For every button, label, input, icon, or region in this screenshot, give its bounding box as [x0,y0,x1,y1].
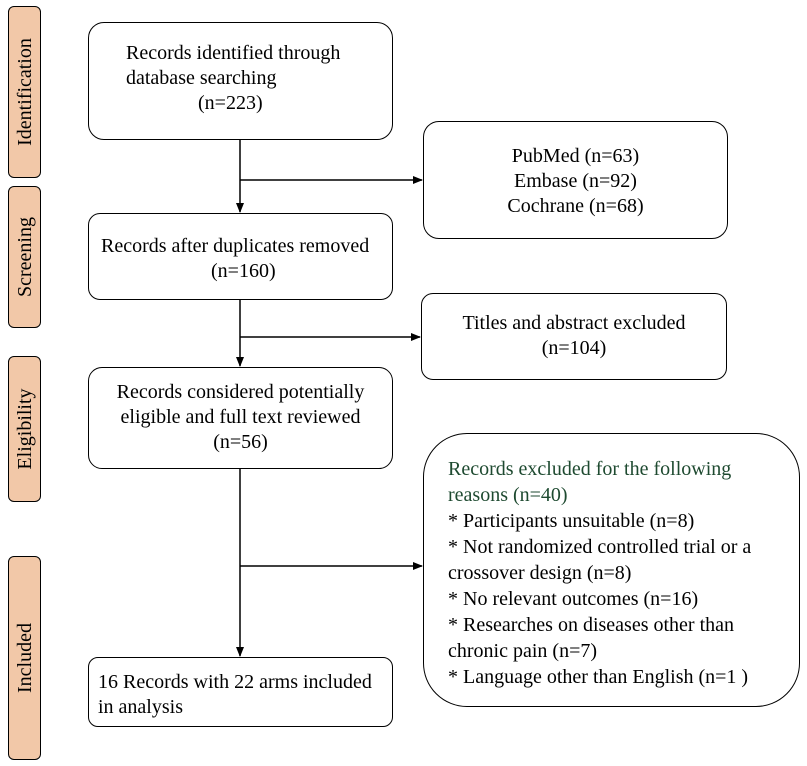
excluded-reason-not-rct-1: * Not randomized controlled trial or a [448,536,752,558]
stage-eligibility: Eligibility [8,356,41,502]
excluded-heading-1: Records excluded for the following [448,458,732,480]
stage-screening-label: Screening [13,217,36,297]
stage-identification: Identification [8,6,41,178]
after-duplicates-count: (n=160) [211,260,276,282]
box-database-sources: PubMed (n=63) Embase (n=92) Cochrane (n=… [423,121,728,239]
excluded-reason-participants: * Participants unsuitable (n=8) [448,510,695,532]
box-full-text-reviewed: Records considered potentially eligible … [88,367,393,469]
box-after-duplicates: Records after duplicates removed (n=160) [88,213,393,300]
excluded-reason-no-outcomes: * No relevant outcomes (n=16) [448,588,699,610]
identified-count: (n=223) [198,92,263,114]
box-records-identified: Records identified through database sear… [88,22,393,140]
box-titles-excluded: Titles and abstract excluded (n=104) [421,293,727,380]
box-records-included: 16 Records with 22 arms included in anal… [88,657,393,727]
stage-eligibility-label: Eligibility [13,388,36,470]
titles-excluded-line-1: Titles and abstract excluded [462,312,686,334]
full-text-count: (n=56) [213,431,268,453]
stage-included: Included [8,556,41,760]
identified-line-1: Records identified through [126,42,341,64]
excluded-reason-other-disease-2: chronic pain (n=7) [448,640,598,662]
full-text-line-2: eligible and full text reviewed [120,406,361,428]
stage-identification-label: Identification [13,38,36,146]
source-cochrane: Cochrane (n=68) [507,195,644,217]
included-line-1: 16 Records with 22 arms included [98,671,372,693]
after-duplicates-line-1: Records after duplicates removed [101,235,370,257]
box-excluded-reasons: Records excluded for the following reaso… [423,433,800,707]
source-pubmed: PubMed (n=63) [511,145,640,167]
stage-screening: Screening [8,186,41,328]
source-embase: Embase (n=92) [514,170,637,192]
excluded-heading-2: reasons (n=40) [448,484,568,506]
titles-excluded-count: (n=104) [541,337,607,359]
included-line-2: in analysis [98,696,183,718]
identified-line-2: database searching [126,67,277,89]
excluded-reason-other-disease-1: * Researches on diseases other than [448,614,735,636]
excluded-reason-not-rct-2: crossover design (n=8) [448,562,632,584]
stage-included-label: Included [13,623,36,693]
full-text-line-1: Records considered potentially [116,381,365,403]
excluded-reason-language: * Language other than English (n=1 ) [448,666,749,688]
